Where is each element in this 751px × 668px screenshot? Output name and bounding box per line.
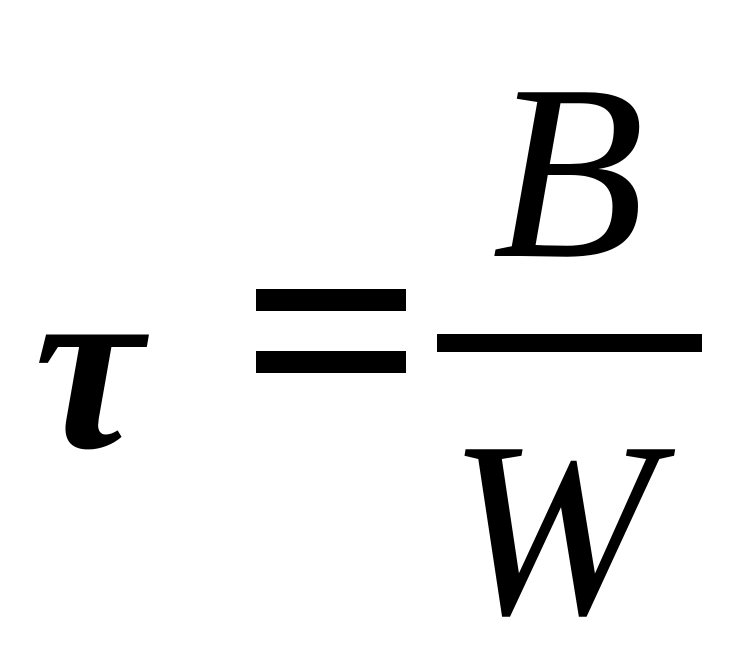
numerator: B	[492, 34, 645, 311]
denominator: W	[448, 391, 657, 668]
equals-bar-top	[256, 289, 406, 311]
equals-bar-bottom	[256, 351, 406, 373]
lhs-symbol: τ	[34, 229, 143, 500]
fraction-bar	[437, 334, 702, 352]
